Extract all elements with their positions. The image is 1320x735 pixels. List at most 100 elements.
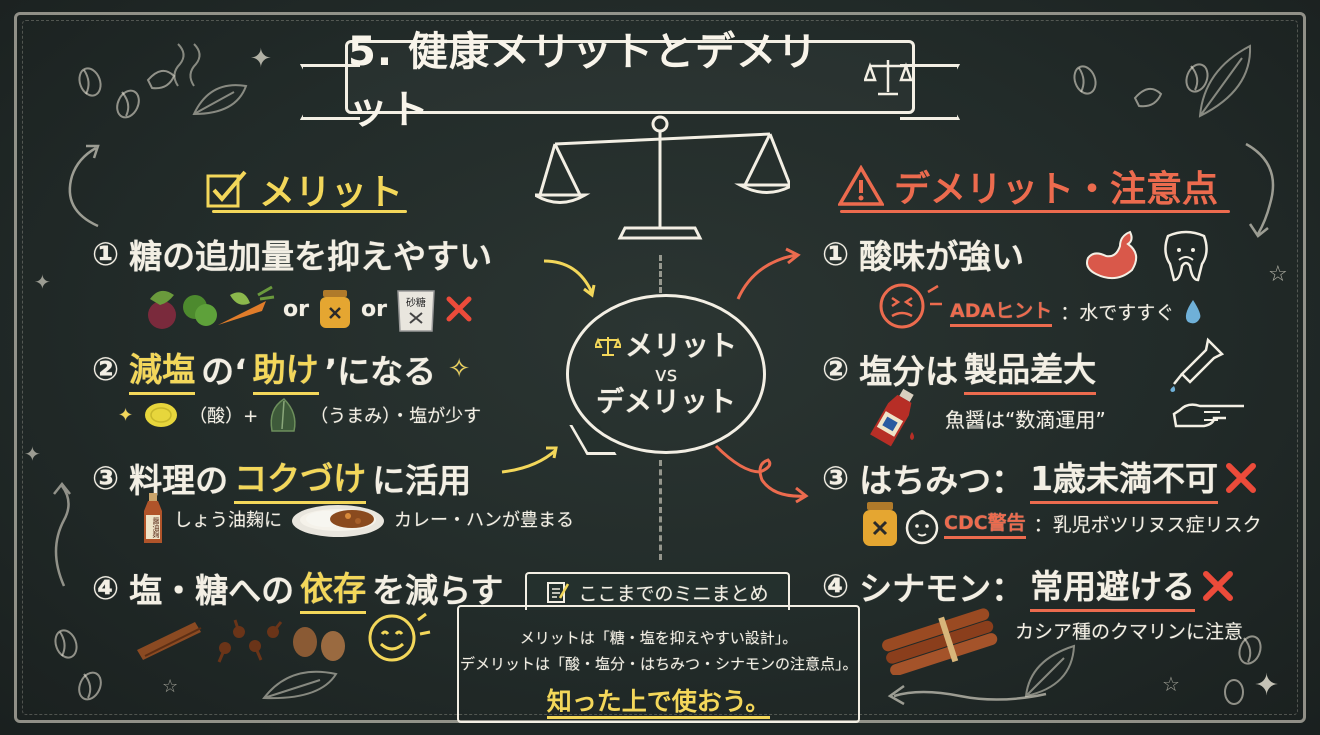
title-banner: 5. 健康メリットとデメリット: [345, 29, 915, 133]
demerit-item-3-number: ③: [822, 459, 850, 497]
summary-final-text: 知った上で使おう。: [546, 687, 771, 719]
lemon-icon: [141, 399, 181, 431]
summary-tab: ここまでのミニまとめ: [525, 572, 790, 610]
cdc-text: ：乳児ボツリヌス症リスク: [1033, 514, 1262, 536]
koji-text: しょう油麹に: [174, 510, 282, 531]
arrow-center-to-demerit-3: [712, 442, 812, 506]
demerit-item-4: ④ シナモン： 常用避ける: [822, 560, 1235, 612]
merit-item-2-emph2: 助け: [252, 343, 319, 395]
cdc-label: CDC警告: [944, 508, 1026, 539]
merit-sub-1: or or 砂糖: [140, 285, 473, 333]
cinnamon-sticks-icon: [875, 605, 1005, 675]
merit-item-4-post: を減らす: [372, 571, 504, 610]
umami-text: （うまみ）・塩が少す: [310, 406, 482, 427]
fish-sauce-bottle-icon: [868, 386, 920, 448]
curly-arrow-bottom-right: [880, 670, 1050, 710]
demerit-item-1-number: ①: [822, 235, 850, 273]
demerit-item-2-number: ②: [822, 350, 850, 388]
sparkle-small-icon: ✦: [118, 404, 134, 426]
cross-icon: [445, 295, 473, 323]
seaweed-icon: [266, 395, 302, 435]
demerit-item-4-number: ④: [822, 567, 850, 605]
warning-triangle-icon: [838, 165, 884, 207]
demerit-note-1: ADAヒント ：水ですすぐ: [950, 296, 1204, 327]
merit-item-2-number: ②: [92, 350, 120, 388]
cross-icon-4: [1201, 569, 1235, 603]
sparkle-doodle-left: ✦: [34, 270, 51, 294]
ada-text: ：水ですすぐ: [1060, 302, 1175, 324]
merit-item-2-post: ’になる: [324, 352, 437, 391]
arrow-cocoa-to-center: [498, 442, 564, 482]
sparkle-doodle-bottom-right: ✦: [1254, 668, 1280, 703]
pointing-hand-icon: [1170, 392, 1246, 432]
summary-line-2: デメリットは「酸・塩分・はちみつ・シナモンの注意点」。: [460, 655, 858, 673]
coffee-beans-doodle-right: [1065, 58, 1215, 138]
smile-face-icon: [354, 608, 434, 668]
spices-icon: [135, 612, 350, 667]
demerit-heading-label: デメリット・注意点: [894, 169, 1219, 210]
demerit-item-4-pre: シナモン：: [859, 569, 1025, 608]
merit-vs-demerit-bubble: メリット vs デメリット: [566, 294, 766, 454]
divider-bottom: [659, 460, 662, 560]
tooth-icon: [1158, 228, 1214, 284]
merit-item-1-number: ①: [92, 235, 120, 273]
fish-sauce-text: 魚醤は“数滴運用”: [945, 408, 1106, 432]
merit-item-2: ② 減塩 の‘ 助け ’になる ✧: [92, 343, 470, 395]
page-title: 5. 健康メリットとデメリット: [348, 29, 818, 133]
demerit-note-3: CDC警告 ：乳児ボツリヌス症リスク: [944, 508, 1262, 539]
curry-plate-icon: [290, 499, 386, 539]
water-drop-icon: [1182, 298, 1204, 326]
curly-arrow-left: [58, 140, 106, 230]
board-frame-inner: [22, 20, 1298, 715]
sparkle-doodle-top: ✦: [250, 44, 272, 74]
demerit-item-1: ① 酸味が強い: [822, 230, 1024, 278]
merit-item-3-number: ③: [92, 459, 120, 497]
demerit-item-2-emph: 製品差大: [964, 343, 1097, 395]
summary-line-1: メリットは「糖・塩を抑えやすい設計」。: [519, 629, 798, 647]
sour-face-icon: [872, 280, 944, 332]
memo-icon: [546, 580, 570, 604]
cross-icon-3: [1224, 461, 1258, 495]
steam-doodle: [168, 40, 208, 90]
leaf-doodle-right: [1190, 40, 1260, 120]
dish-text: カレー・ハンが豊まる: [394, 510, 574, 531]
bubble-scale-icon: [594, 335, 621, 357]
or-label-2: or: [360, 296, 387, 322]
merit-heading: メリット: [205, 163, 403, 215]
curly-arrow-left-bottom: [44, 480, 84, 590]
dropper-icon: [1168, 336, 1228, 392]
arrow-center-to-demerit-1: [734, 245, 804, 305]
center-scale-icon: [535, 110, 790, 245]
sparkle-icon: ✧: [448, 354, 470, 384]
merit-sub-2: ✦ （酸）+ （うまみ）・塩が少す: [118, 395, 481, 435]
merit-item-3: ③ 料理の コクづけ に活用: [92, 452, 471, 504]
star-doodle-bottom-right: ☆: [1162, 672, 1180, 696]
demerit-item-3-emph: 1歳未満不可: [1030, 452, 1219, 504]
bubble-line1: メリット: [624, 329, 737, 363]
merit-item-1-text: 糖の追加量を抑えやすい: [129, 237, 493, 276]
summary-box: [457, 605, 860, 723]
merit-heading-underline: [212, 210, 407, 213]
merit-item-4: ④ 塩・糖への 依存 を減らす: [92, 562, 503, 614]
bubble-vs: vs: [654, 361, 678, 386]
demerit-item-2-pre: 塩分は: [859, 352, 959, 391]
sparkle-doodle-left-2: ✦: [24, 442, 41, 466]
merit-item-1: ① 糖の追加量を抑えやすい: [92, 230, 492, 278]
merit-item-3-emph: コクづけ: [234, 452, 367, 504]
bubble-line2: デメリット: [595, 384, 736, 418]
honey-jar-icon: [860, 500, 900, 548]
demerit-item-1-text: 酸味が強い: [859, 237, 1025, 276]
leaf-doodle-left: [190, 80, 250, 120]
vegetables-icon: [140, 285, 275, 333]
leaf-doodle-bottom-right: [1020, 640, 1080, 700]
summary-final: 知った上で使おう。: [460, 682, 857, 719]
coffee-beans-doodle-left: [70, 60, 180, 130]
merit-heading-label: メリット: [259, 172, 404, 213]
arrow-merit-to-center: [540, 255, 600, 300]
demerit-note-4: カシア種のクマリンに注意: [1015, 617, 1243, 644]
merit-item-4-emph: 依存: [300, 562, 367, 614]
demerit-item-2: ② 塩分は 製品差大: [822, 343, 1097, 395]
leaf-doodle-bottom: [260, 664, 340, 704]
merit-item-2-emph1: 減塩: [129, 343, 196, 395]
demerit-heading-underline: [840, 210, 1230, 213]
